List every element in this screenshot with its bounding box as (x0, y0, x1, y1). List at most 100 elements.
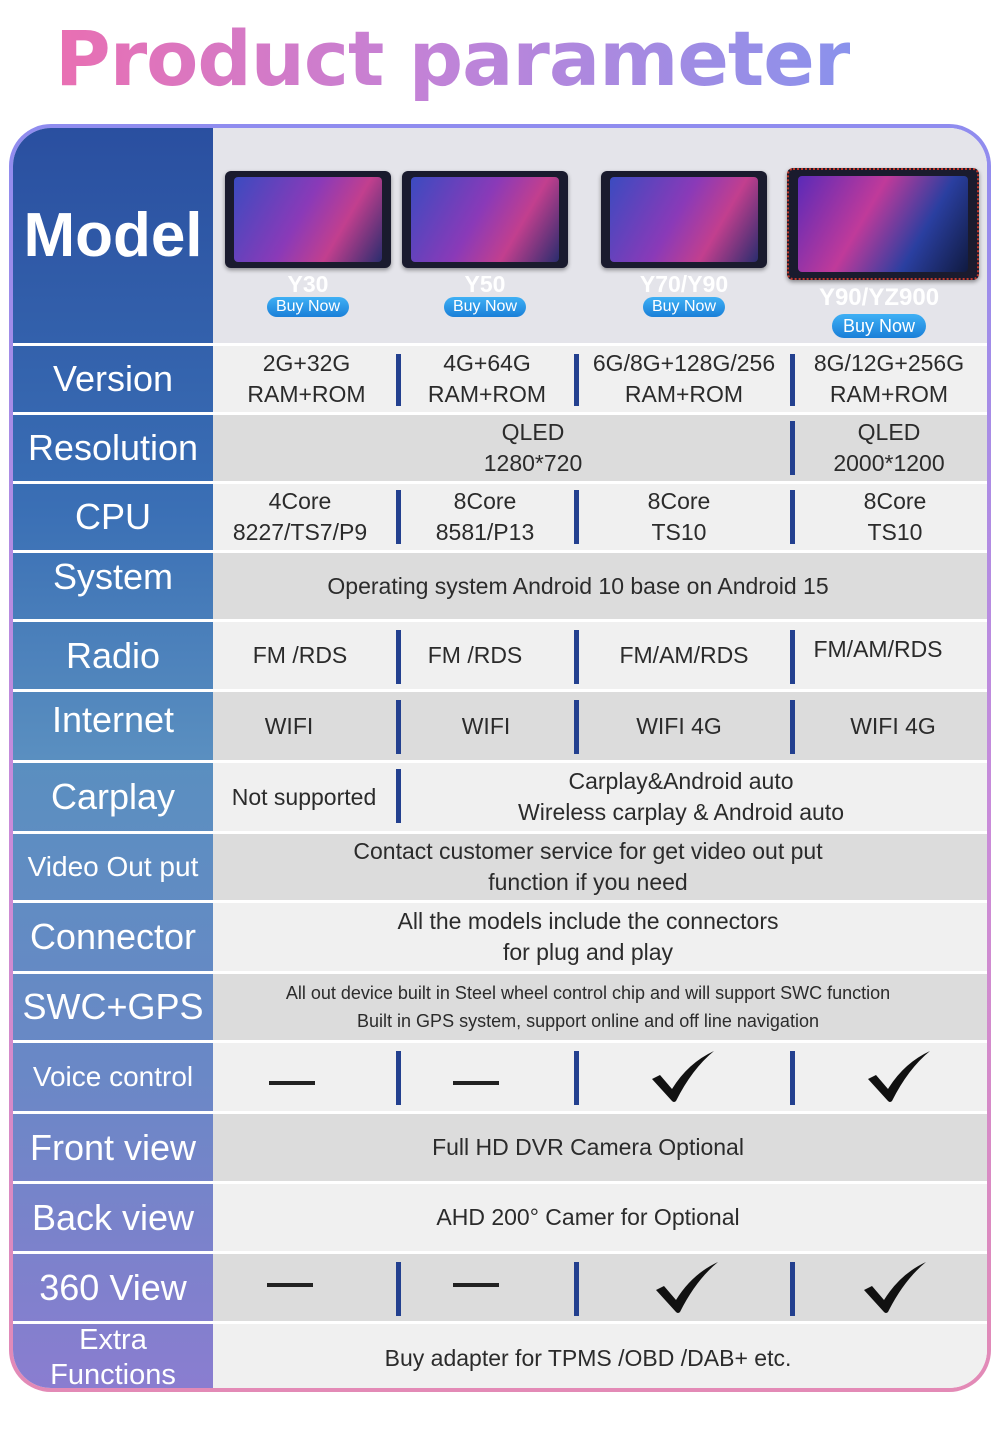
cell (845, 1254, 945, 1321)
cell: FM /RDS (427, 642, 523, 668)
checkmark-icon (868, 1051, 930, 1102)
row-label: CPU (74, 496, 151, 537)
product-name: Y90/YZ900 (818, 284, 940, 311)
buy-now-button[interactable]: Buy Now (443, 297, 527, 317)
cell: WIFI 4G (636, 712, 722, 739)
model-label: Model (23, 200, 203, 270)
cell (213, 1043, 371, 1111)
carplay-row: Carplay Not supported Carplay&Android au… (13, 763, 987, 831)
column-divider (790, 1051, 795, 1105)
column-divider (396, 490, 401, 544)
row-label: SWC+GPS (22, 986, 204, 1027)
cell: WIFI (461, 712, 511, 739)
cell: WIFI (264, 712, 314, 739)
cell: FM/AM/RDS (619, 642, 749, 668)
row-label: Connector (29, 916, 197, 957)
row-label: Voice control (32, 1061, 194, 1092)
row-divider (13, 412, 987, 415)
buy-now-button[interactable]: Buy Now (642, 297, 726, 317)
buy-now-button[interactable]: Buy Now (266, 297, 350, 317)
cell: Buy adapter for TPMS /OBD /DAB+ etc. (384, 1344, 792, 1371)
row-divider (13, 1181, 987, 1184)
product-image (601, 171, 767, 268)
cell (849, 1043, 949, 1111)
product-y50: Y50 Buy Now (402, 171, 568, 331)
cell (401, 1043, 551, 1111)
checkmark-icon (652, 1051, 714, 1102)
product-name: Y30 (287, 271, 329, 297)
column-divider (790, 1262, 795, 1316)
cell: Not supported (231, 783, 377, 810)
column-divider (396, 769, 401, 823)
column-divider (396, 1262, 401, 1316)
cell (213, 1254, 367, 1321)
video-out-row: Video Out put Contact customer service f… (13, 834, 987, 900)
dash-icon (267, 1282, 313, 1287)
front-view-row: Front view Full HD DVR Camera Optional (13, 1114, 987, 1181)
column-divider (574, 1262, 579, 1316)
column-divider (790, 421, 795, 475)
row-label: 360 View (39, 1266, 187, 1308)
cell: Operating system Android 10 base on Andr… (327, 572, 829, 599)
column-divider (396, 630, 401, 684)
product-name: Y50 (464, 271, 506, 297)
row-divider (13, 1321, 987, 1324)
row-divider (13, 831, 987, 834)
column-divider (396, 700, 401, 754)
column-divider (790, 354, 795, 406)
column-divider (790, 700, 795, 754)
row-label: Radio (65, 634, 161, 676)
view-360-row: 360 View (13, 1254, 987, 1321)
cell (633, 1043, 733, 1111)
row-label: Version (52, 358, 174, 399)
checkmark-icon (864, 1261, 926, 1313)
row-label: Video Out put (27, 851, 199, 882)
swc-gps-row: SWC+GPS All out device built in Steel wh… (13, 974, 987, 1040)
row-divider (13, 971, 987, 974)
row-label: System (52, 556, 174, 597)
label-column (13, 128, 213, 1388)
row-divider (13, 689, 987, 692)
column-divider (396, 1051, 401, 1105)
cell: FM /RDS (252, 642, 348, 668)
cell: All out device built in Steel wheel cont… (285, 983, 891, 1031)
column-divider (790, 630, 795, 684)
connector-row: Connector All the models include the con… (13, 903, 987, 971)
back-view-row: Back view AHD 200° Camer for Optional (13, 1184, 987, 1251)
row-label: Front view (29, 1126, 197, 1168)
dash-icon (453, 1282, 499, 1287)
column-divider (574, 354, 579, 406)
column-divider (790, 490, 795, 544)
product-name: Y70/Y90 (639, 271, 729, 297)
product-image (402, 171, 568, 268)
cell: FM/AM/RDS (813, 636, 943, 662)
buy-now-button[interactable]: Buy Now (831, 314, 927, 338)
row-divider (13, 481, 987, 484)
row-divider (13, 550, 987, 553)
row-divider (13, 1251, 987, 1254)
column-divider (396, 354, 401, 406)
radio-row: Radio FM /RDS FM /RDS FM/AM/RDS FM/AM/RD… (13, 622, 987, 689)
page-title: Product parameter (55, 14, 851, 103)
column-divider (574, 630, 579, 684)
column-divider (574, 700, 579, 754)
row-label: Internet (51, 699, 175, 740)
column-divider (574, 1051, 579, 1105)
product-y70-y90: Y70/Y90 Buy Now (601, 171, 767, 331)
parameter-table: Model Y30 Buy Now Y50 Buy Now Y70/Y90 Bu… (9, 124, 991, 1392)
cell: AHD 200° Camer for Optional (436, 1204, 740, 1230)
voice-control-row: Voice control (13, 1043, 987, 1111)
